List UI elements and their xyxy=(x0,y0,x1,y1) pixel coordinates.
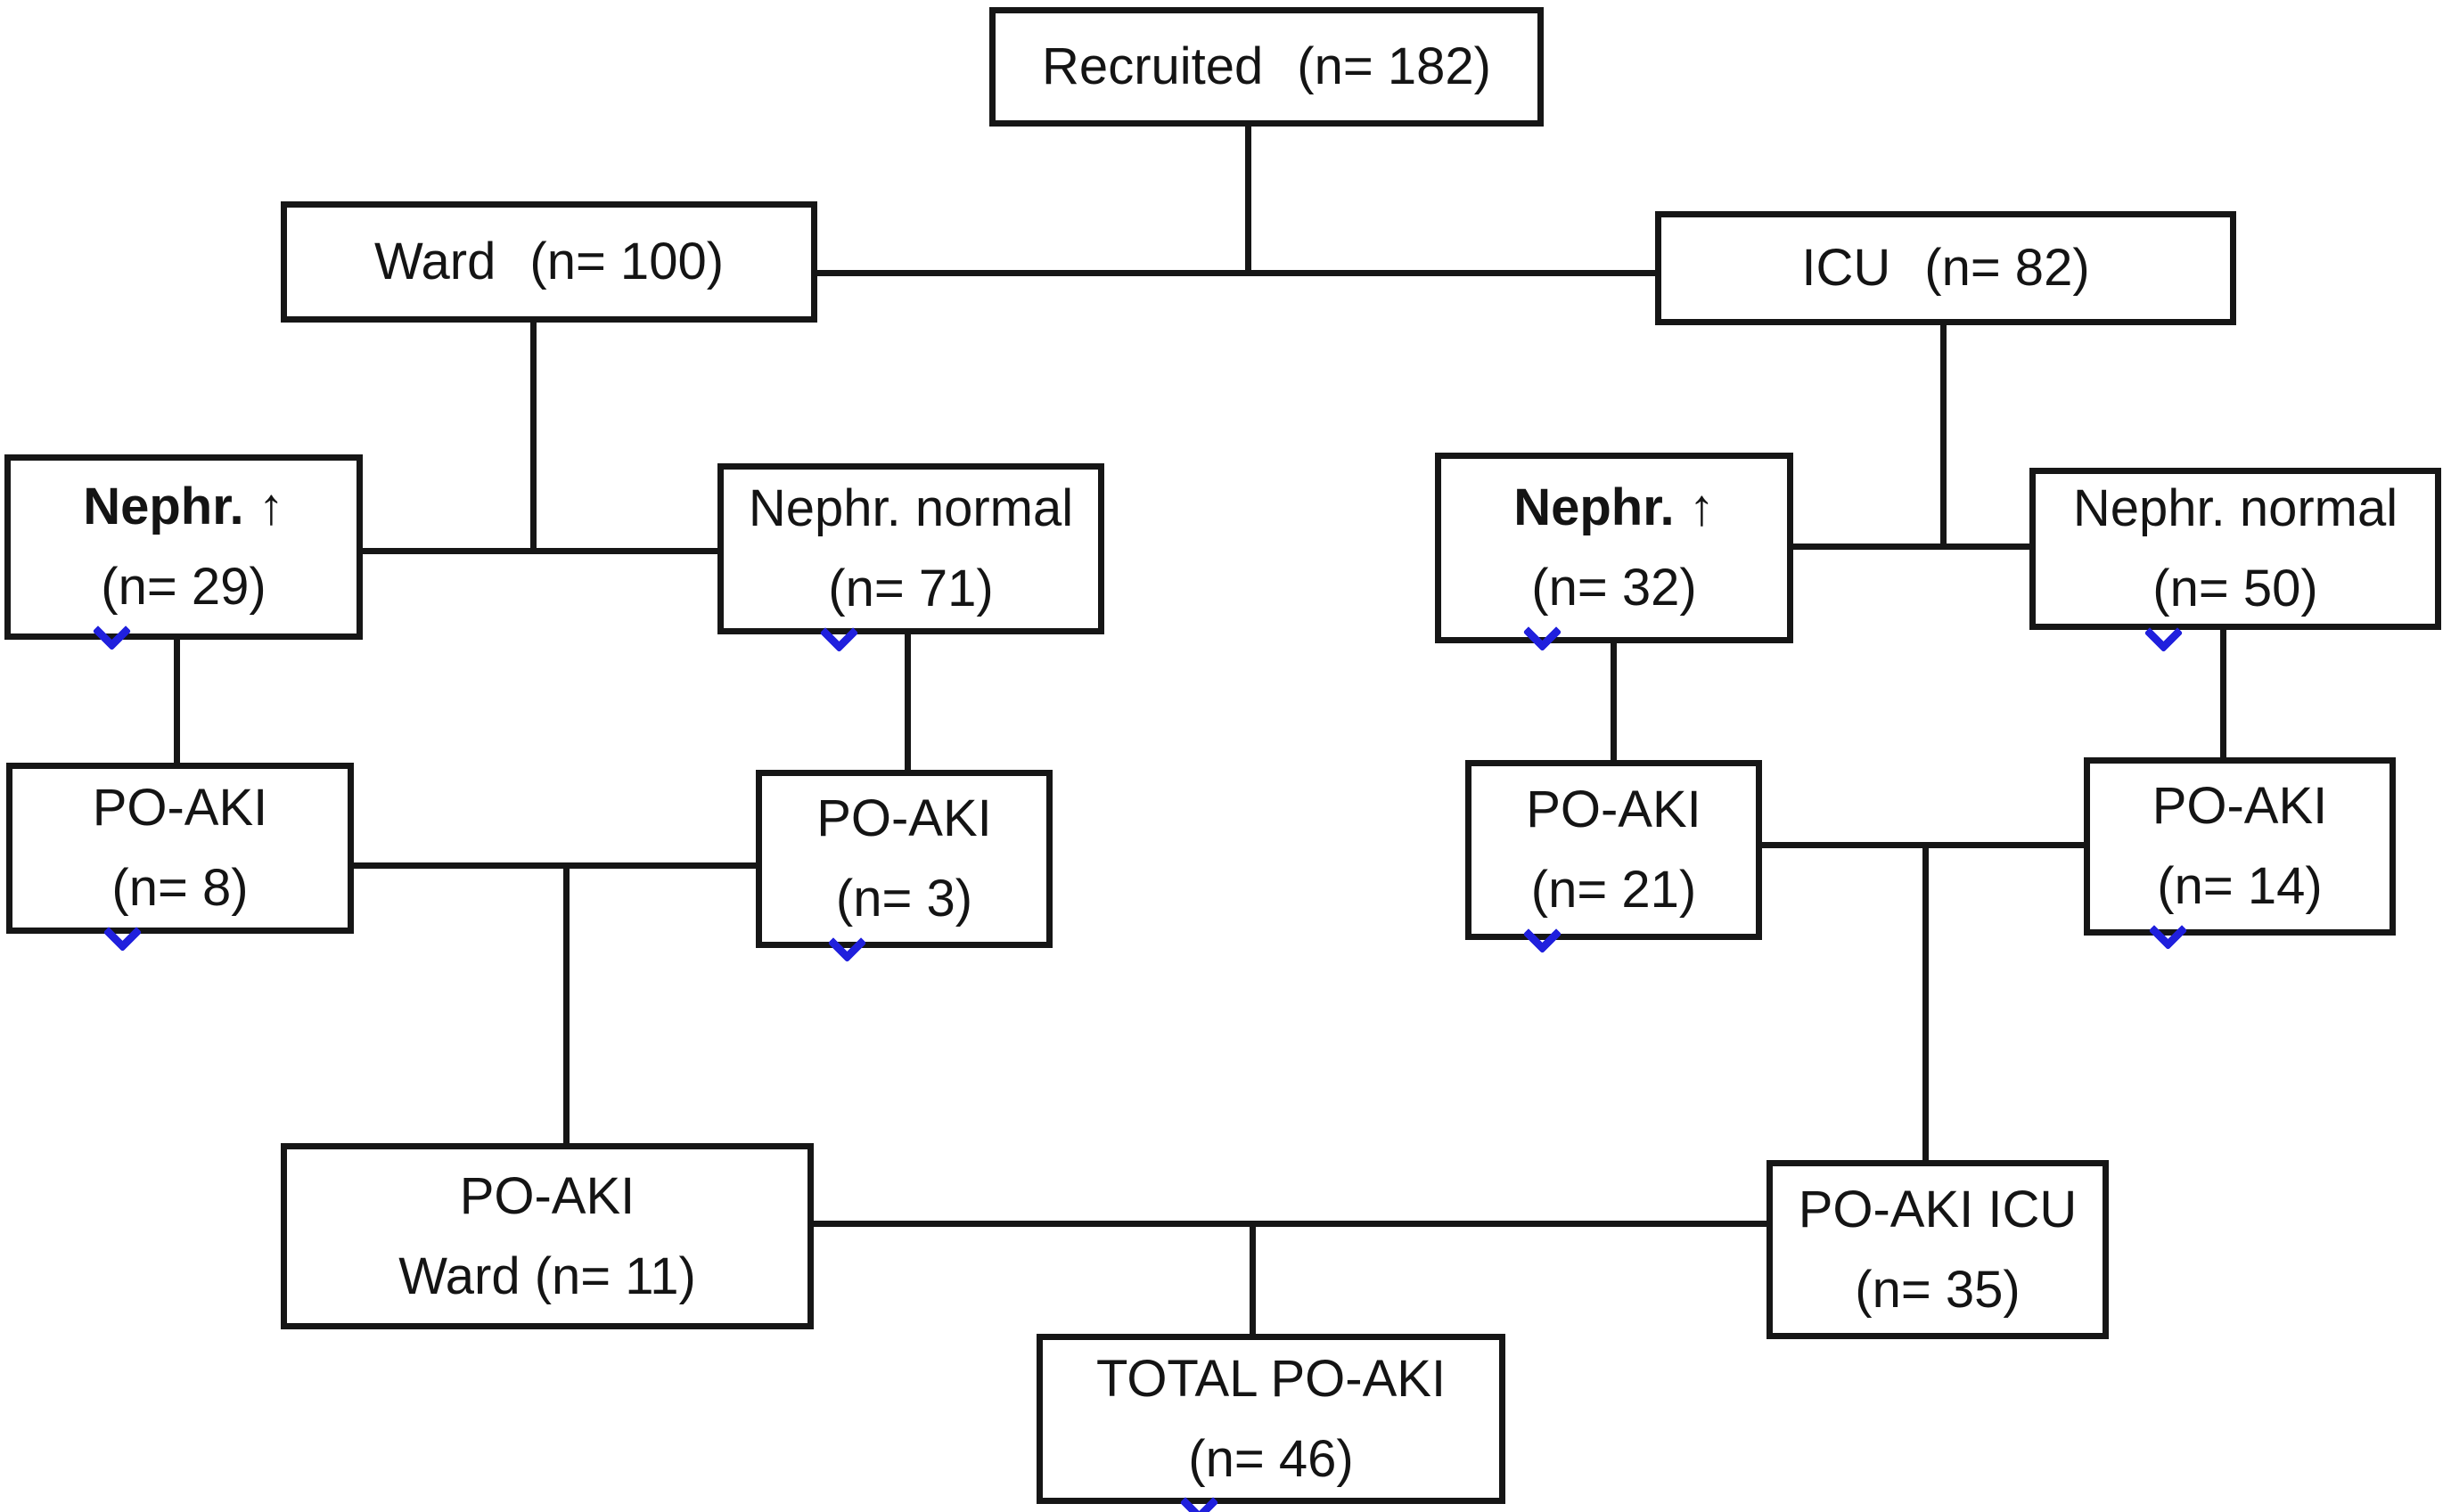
connector-ward-nephr-split xyxy=(363,548,719,554)
node-count: (n= 21) xyxy=(1530,861,1697,919)
node-label: Nephr. normal xyxy=(748,479,1074,538)
node-label: PO-AKI xyxy=(459,1166,635,1225)
node-label: PO-AKI ICU xyxy=(1798,1180,2078,1238)
node-label: Nephr. ↑ xyxy=(83,478,284,536)
node-count: (n= 3) xyxy=(835,870,973,928)
connector-nephr-up-icu-down xyxy=(1611,642,1617,767)
connector-ward-down xyxy=(530,319,537,554)
node-count: (n= 182) xyxy=(1297,37,1491,96)
connector-poaki-icu-down xyxy=(1922,842,1929,1165)
blue-down-arrow-icon xyxy=(2144,613,2184,653)
node-label: ICU xyxy=(1801,239,1891,298)
connector-nephr-normal-ward-down xyxy=(905,631,911,777)
node-count: (n= 8) xyxy=(111,859,249,917)
node-count: (n= 35) xyxy=(1855,1260,2021,1319)
node-label: PO-AKI xyxy=(816,789,992,848)
blue-down-arrow-icon xyxy=(827,923,867,963)
connector-poaki-ward-down xyxy=(563,862,570,1148)
node-po-aki-ward-nephr-up: PO-AKI (n= 8) xyxy=(6,763,354,952)
node-nephr-up-ward: Nephr. ↑ (n= 29) xyxy=(4,454,363,651)
node-recruited: Recruited (n= 182) xyxy=(989,7,1544,127)
connector-recruited-down xyxy=(1245,125,1251,276)
node-label: Nephr. normal xyxy=(2072,479,2398,538)
node-label: PO-AKI xyxy=(92,779,268,838)
blue-down-arrow-icon xyxy=(1522,612,1562,652)
node-nephr-normal-icu: Nephr. normal (n= 50) xyxy=(2029,468,2441,653)
node-label: PO-AKI xyxy=(1526,781,1701,839)
connector-total-down xyxy=(1250,1221,1256,1338)
blue-down-arrow-icon xyxy=(819,613,859,653)
node-po-aki-ward-total: PO-AKI Ward (n= 11) xyxy=(281,1143,814,1329)
connector-ward-icu xyxy=(816,270,1658,276)
node-count: Ward (n= 11) xyxy=(398,1246,696,1305)
node-count: (n= 50) xyxy=(2152,560,2318,617)
node-label: Ward xyxy=(373,233,496,291)
node-icu: ICU (n= 82) xyxy=(1655,211,2236,325)
node-count: (n= 32) xyxy=(1531,559,1697,617)
connector-icu-nephr-split xyxy=(1791,544,2032,550)
blue-down-arrow-icon xyxy=(1522,914,1562,954)
node-label: TOTAL PO-AKI xyxy=(1095,1349,1447,1408)
node-total-po-aki: TOTAL PO-AKI (n= 46) xyxy=(1037,1334,1505,1512)
node-ward: Ward (n= 100) xyxy=(281,201,817,323)
node-nephr-normal-ward: Nephr. normal (n= 71) xyxy=(717,463,1104,653)
connector-total-merge xyxy=(813,1221,1769,1227)
node-count: (n= 82) xyxy=(1924,239,2090,298)
blue-down-arrow-icon xyxy=(2148,911,2188,951)
node-count: (n= 14) xyxy=(2157,857,2323,915)
node-label: Nephr. ↑ xyxy=(1513,478,1715,537)
connector-nephr-normal-icu-down xyxy=(2220,627,2226,763)
connector-poaki-ward-merge xyxy=(354,862,759,869)
node-po-aki-icu-total: PO-AKI ICU (n= 35) xyxy=(1767,1160,2109,1339)
blue-down-arrow-icon xyxy=(103,912,143,952)
node-count: (n= 100) xyxy=(529,233,725,291)
node-label: Recruited xyxy=(1042,37,1264,96)
node-po-aki-icu-nephr-normal: PO-AKI (n= 14) xyxy=(2084,757,2396,951)
node-count: (n= 71) xyxy=(828,560,994,617)
node-count: (n= 46) xyxy=(1188,1429,1354,1488)
node-count: (n= 29) xyxy=(101,558,266,616)
node-po-aki-ward-nephr-normal: PO-AKI (n= 3) xyxy=(756,770,1053,963)
node-nephr-up-icu: Nephr. ↑ (n= 32) xyxy=(1435,453,1793,652)
node-label: PO-AKI xyxy=(2152,777,2328,836)
node-po-aki-icu-nephr-up: PO-AKI (n= 21) xyxy=(1465,760,1762,954)
connector-nephr-up-ward-down xyxy=(174,638,180,768)
connector-icu-down xyxy=(1940,323,1947,550)
blue-down-arrow-icon xyxy=(92,611,132,651)
